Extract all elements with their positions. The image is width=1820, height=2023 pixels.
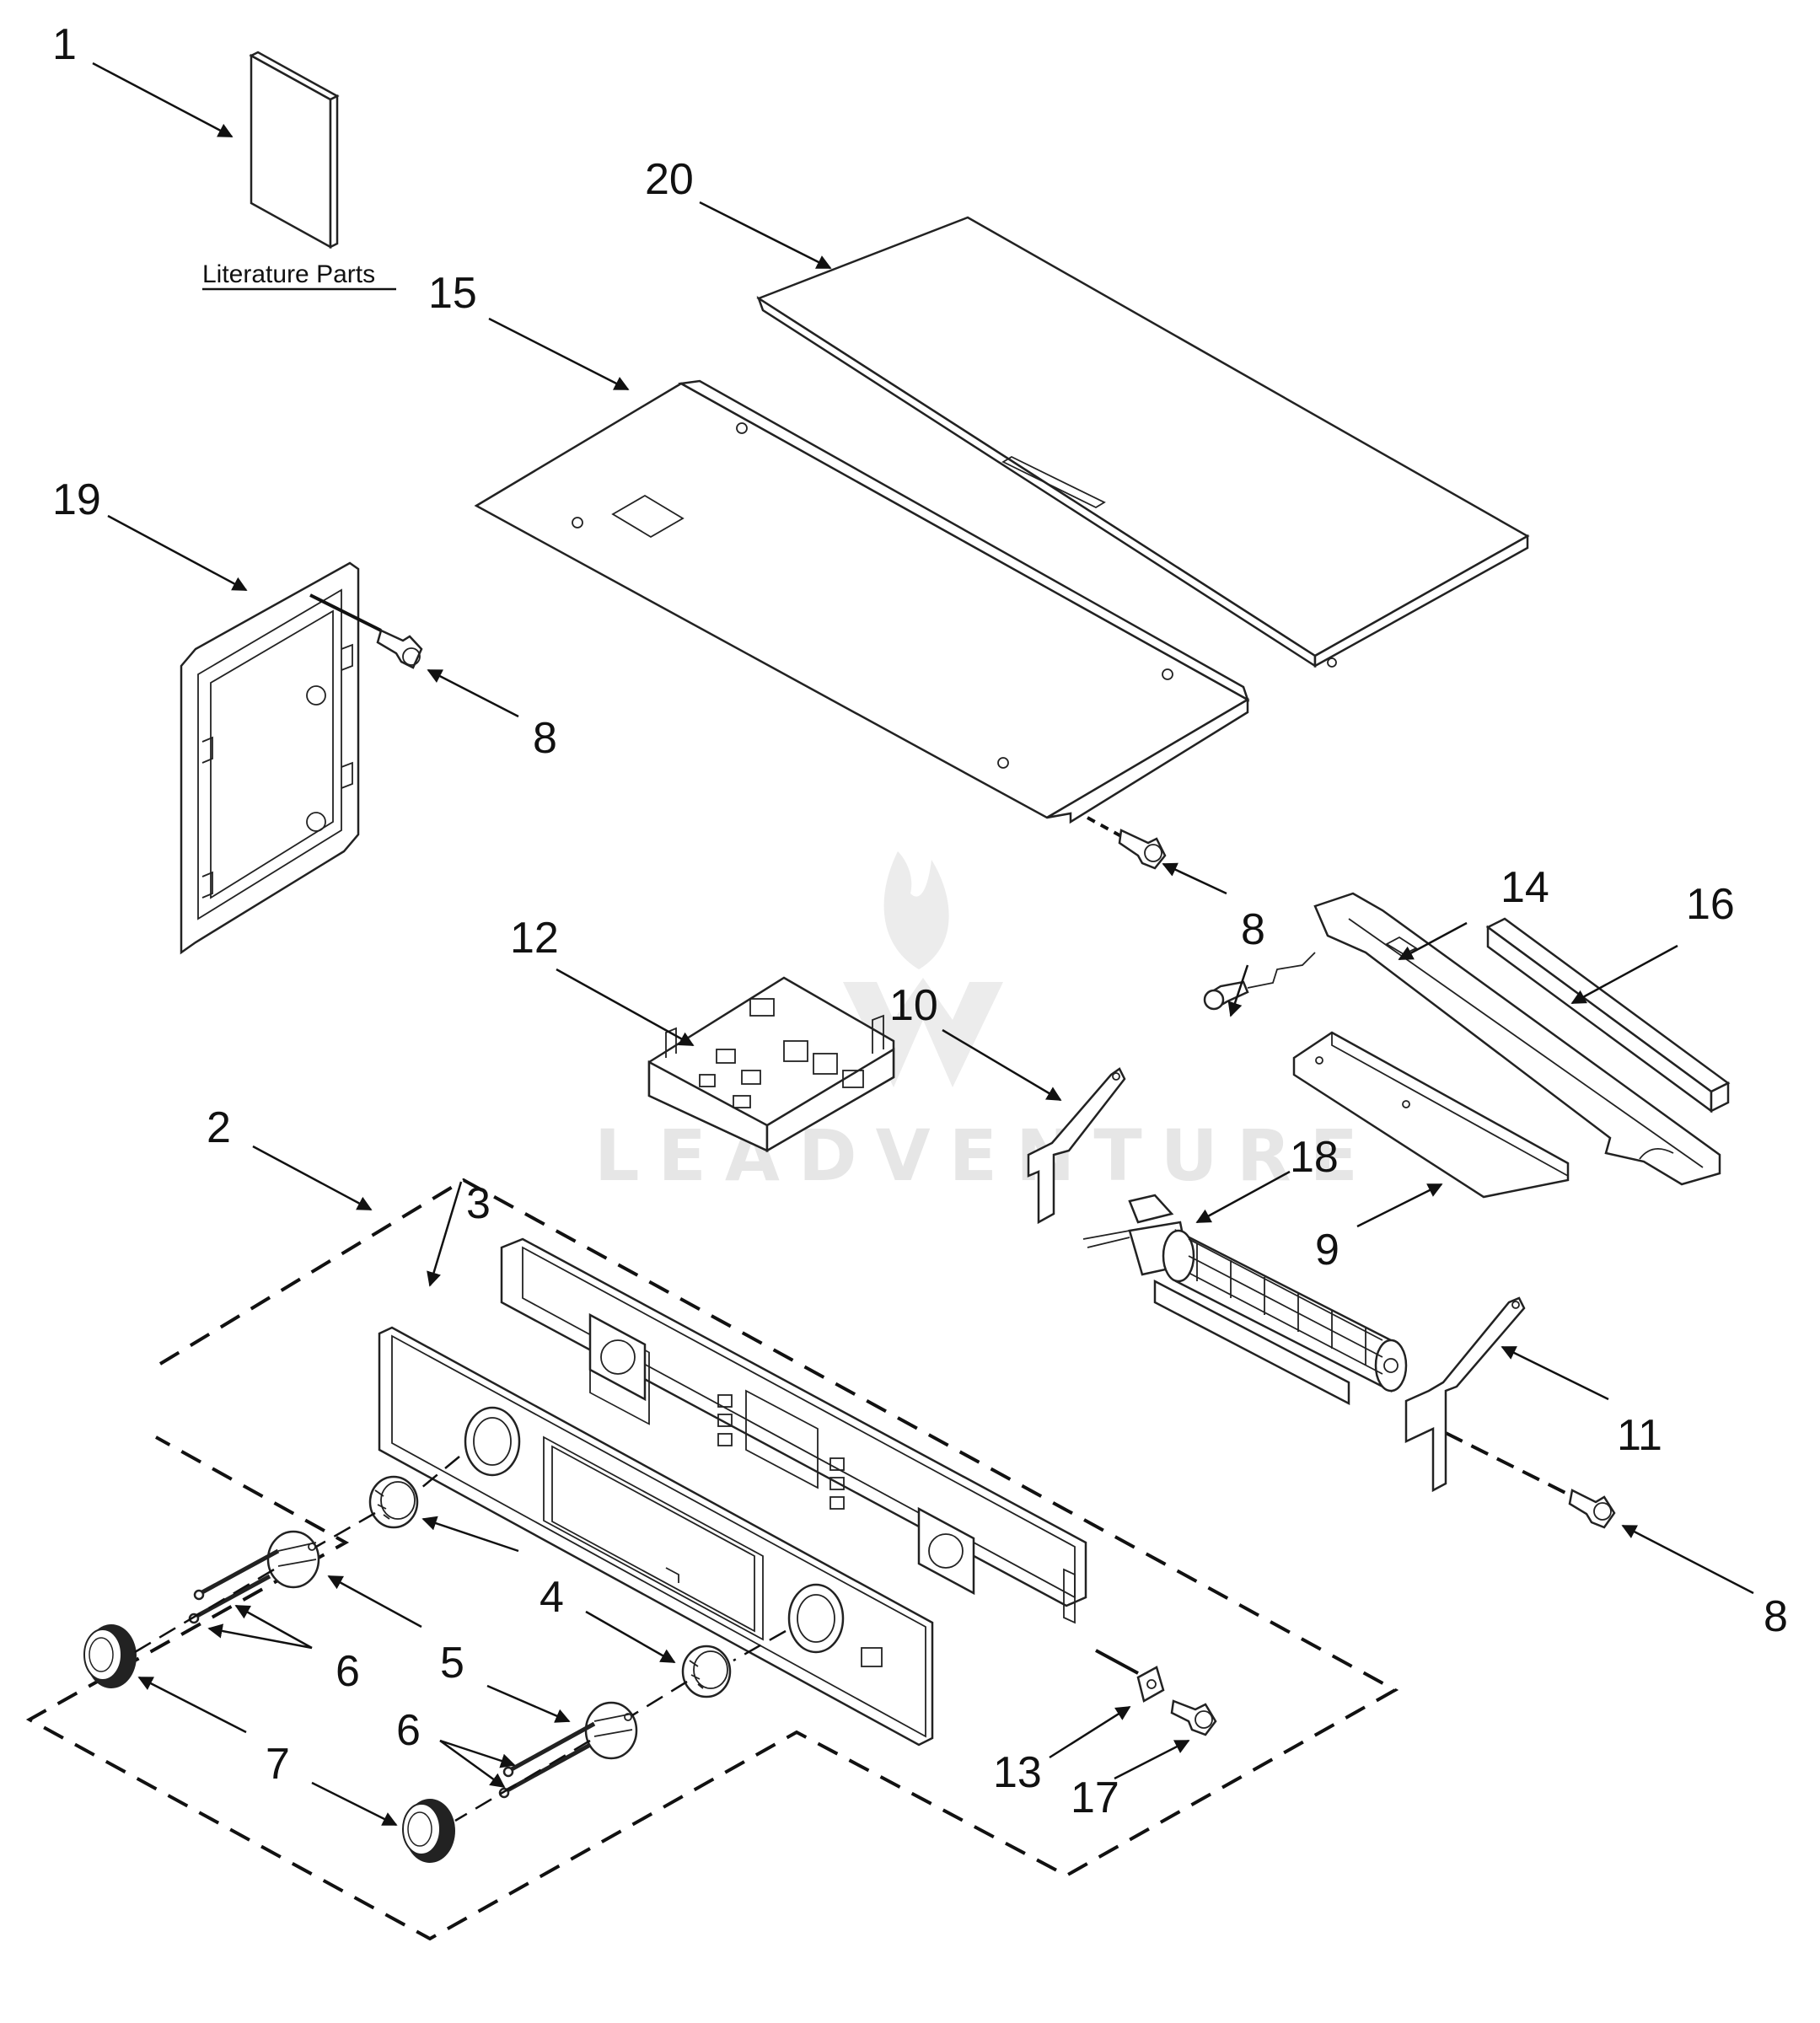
callout-15: 15 xyxy=(428,269,477,318)
leader-lines xyxy=(92,62,1754,1827)
part-5-base-lower xyxy=(584,1701,638,1760)
part-4-insert-upper xyxy=(368,1475,419,1529)
callout-5: 5 xyxy=(440,1639,464,1688)
callout-14: 14 xyxy=(1501,863,1549,912)
callout-6-lower: 6 xyxy=(396,1706,421,1755)
callout-9: 9 xyxy=(1315,1226,1339,1274)
callout-12: 12 xyxy=(510,914,559,963)
literature-caption: Literature Parts xyxy=(202,260,375,288)
part-9-shield xyxy=(1292,1031,1570,1199)
part-12-control-board xyxy=(647,976,895,1153)
part-11-bracket xyxy=(1404,1296,1526,1493)
callout-16: 16 xyxy=(1686,880,1735,929)
dashed-group-outline-2 xyxy=(25,1178,1399,1941)
part-10-bracket xyxy=(1027,1067,1126,1225)
callout-18: 18 xyxy=(1290,1133,1339,1182)
part-7-knob-lower xyxy=(402,1799,455,1863)
callout-3: 3 xyxy=(466,1179,491,1228)
callout-2: 2 xyxy=(207,1103,231,1152)
part-5-base-upper xyxy=(266,1530,320,1589)
callout-11: 11 xyxy=(1617,1411,1662,1460)
part-14-bracket xyxy=(1313,892,1721,1186)
callout-19: 19 xyxy=(52,475,101,524)
part-2-console-front xyxy=(378,1326,934,1747)
screw-8-upper-left xyxy=(309,593,423,669)
part-16-strip xyxy=(1485,917,1731,1113)
screw-8-right xyxy=(1445,1431,1616,1529)
callout-8-upper-left: 8 xyxy=(533,714,557,763)
callout-17: 17 xyxy=(1071,1773,1119,1822)
part-20-top-panel xyxy=(756,216,1530,668)
callout-10: 10 xyxy=(889,981,938,1030)
assembly-connector-lines xyxy=(134,1456,787,1822)
callout-13: 13 xyxy=(993,1748,1042,1797)
part-4-insert-lower xyxy=(681,1645,732,1698)
watermark-text: LEADVENTURE xyxy=(594,1114,1377,1197)
part-17-screw xyxy=(1170,1699,1217,1736)
part-7-knob-upper xyxy=(83,1624,137,1688)
part-15-cover-panel xyxy=(474,379,1250,824)
part-13-clip xyxy=(1095,1649,1165,1703)
callout-6-upper: 6 xyxy=(336,1647,360,1696)
callout-8-right: 8 xyxy=(1764,1592,1788,1641)
part-18-blower xyxy=(1082,1194,1408,1406)
part-19-frame xyxy=(180,561,360,955)
callout-4: 4 xyxy=(540,1573,564,1622)
callout-7: 7 xyxy=(266,1740,290,1789)
screw-8-bracket-14 xyxy=(1203,952,1316,1011)
callout-8-panel: 8 xyxy=(1241,905,1265,954)
callout-1: 1 xyxy=(52,20,77,69)
part-3-console-back xyxy=(500,1237,1087,1624)
part-1-literature: Literature Parts xyxy=(202,51,396,291)
callout-labels: 1 20 15 19 8 8 14 16 12 10 18 9 11 8 2 3… xyxy=(52,20,1788,1822)
screw-8-panel xyxy=(1087,816,1167,870)
callout-20: 20 xyxy=(645,155,694,204)
part-6-pins-upper xyxy=(188,1548,280,1624)
